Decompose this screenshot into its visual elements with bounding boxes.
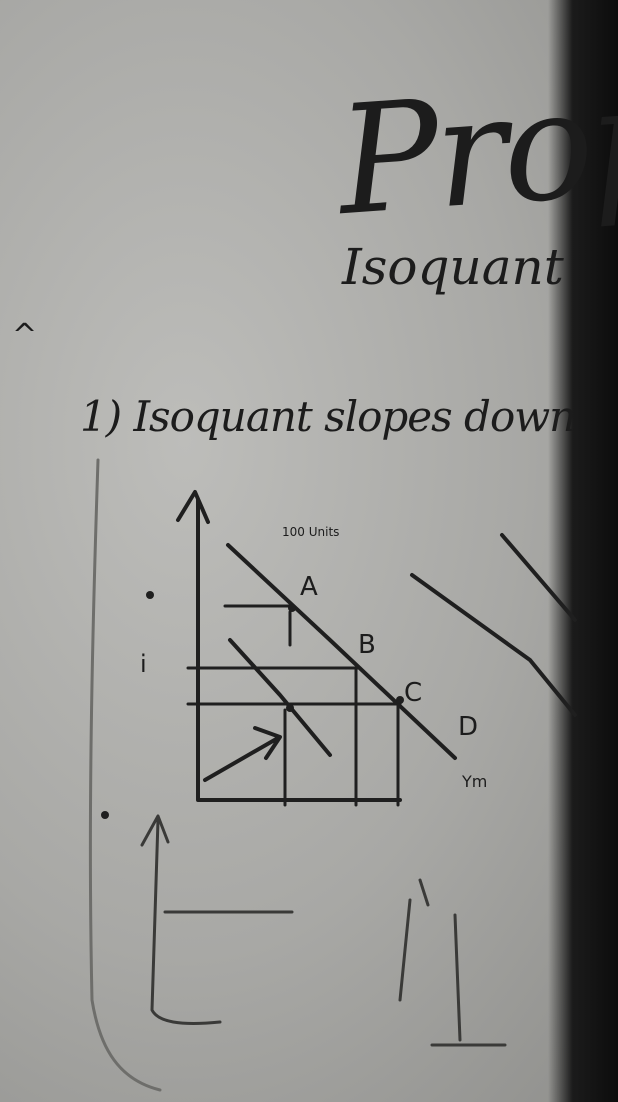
lower-right-sketch — [398, 878, 507, 1047]
isoquant-4 — [500, 533, 577, 622]
lower-arrow — [150, 818, 222, 1025]
y-axis-arrow — [176, 490, 210, 524]
caret-mark: ^ — [12, 318, 38, 353]
point-b-label: B — [358, 630, 376, 660]
tick-i-label: i — [140, 650, 147, 678]
faint-left-bracket — [88, 458, 162, 1092]
point-a-label: A — [300, 572, 318, 602]
point-d-label: D — [458, 712, 479, 742]
point-c-dot — [396, 696, 404, 704]
board-edge-shadow — [548, 0, 618, 1102]
subtitle-heading: Isoquant — [342, 238, 564, 296]
curve-quantity-label: 100 Units — [282, 525, 340, 539]
point-dot-lower — [101, 811, 109, 819]
curve-end-label: Ym — [462, 772, 488, 791]
isoquant-1 — [226, 543, 457, 760]
y-axis — [196, 498, 402, 802]
isoquant-2 — [228, 638, 332, 757]
point-a-dot — [288, 604, 296, 612]
inner-arrow — [203, 726, 282, 782]
point-c-label: C — [404, 678, 423, 708]
point-d-dot — [286, 704, 294, 712]
lower-arrow-head — [140, 814, 170, 847]
point-dot-left — [146, 591, 154, 599]
isoquant-3 — [410, 573, 577, 717]
point-1-text: 1) Isoquant slopes down — [80, 392, 576, 441]
